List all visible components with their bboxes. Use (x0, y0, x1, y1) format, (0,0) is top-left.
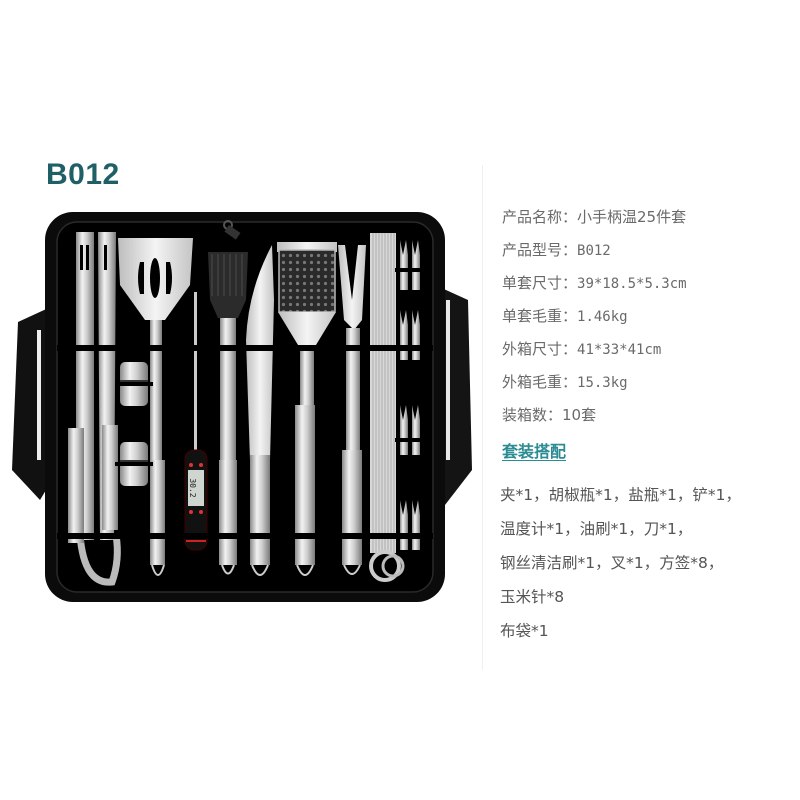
spec-value: B012 (577, 243, 611, 259)
corn-holder-pair-1 (400, 240, 420, 290)
spec-label: 产品名称： (502, 208, 578, 226)
contents-line: 夹*1，胡椒瓶*1，盐瓶*1，铲*1， (500, 486, 741, 504)
model-code-title: B012 (46, 158, 120, 191)
zipper-pull-icon (223, 220, 241, 240)
spec-value: 15.3kg (577, 375, 628, 391)
spec-label: 外箱尺寸： (502, 340, 578, 358)
thermometer: 30.2 (184, 292, 208, 551)
contents-line: 温度计*1，油刷*1，刀*1， (500, 520, 693, 538)
set-contents-list: 夹*1，胡椒瓶*1，盐瓶*1，铲*1， 温度计*1，油刷*1，刀*1， 钢丝清洁… (500, 480, 795, 650)
skewers (369, 233, 405, 582)
spec-value: 41*33*41cm (577, 342, 662, 358)
spec-label: 外箱毛重： (502, 373, 578, 391)
svg-text:30.2: 30.2 (188, 478, 197, 497)
contents-line: 玉米针*8 (500, 588, 565, 606)
case-side-handle-left (12, 305, 55, 500)
corn-holder-pair-3 (400, 405, 420, 455)
spec-value: 小手柄温25件套 (577, 208, 687, 226)
spec-row-carton-weight: 外箱毛重：15.3kg (502, 368, 792, 401)
spec-label: 装箱数： (502, 406, 563, 424)
spec-row-unit-weight: 单套毛重：1.46kg (502, 302, 792, 335)
product-image-bbq-set: 30.2 (0, 200, 480, 610)
spec-label: 单套尺寸： (502, 274, 578, 292)
corn-holders (400, 240, 420, 550)
spec-value: 39*18.5*5.3cm (577, 276, 687, 292)
contents-line: 布袋*1 (500, 622, 549, 640)
spec-label: 单套毛重： (502, 307, 578, 325)
spec-row-carton-size: 外箱尺寸：41*33*41cm (502, 335, 792, 368)
vertical-divider (482, 165, 483, 670)
spec-value: 1.46kg (577, 309, 628, 325)
spec-value: 10套 (562, 406, 597, 424)
spec-label: 产品型号： (502, 241, 578, 259)
spec-list: 产品名称：小手柄温25件套 产品型号：B012 单套尺寸：39*18.5*5.3… (502, 203, 792, 434)
tongs (68, 232, 121, 586)
spec-row-unit-size: 单套尺寸：39*18.5*5.3cm (502, 269, 792, 302)
spec-row-carton-qty: 装箱数：10套 (502, 401, 792, 434)
grill-cleaning-brush (277, 242, 337, 576)
spec-row-model: 产品型号：B012 (502, 236, 792, 269)
spec-row-product-name: 产品名称：小手柄温25件套 (502, 203, 792, 236)
contents-line: 钢丝清洁刷*1，叉*1，方签*8， (500, 554, 724, 572)
set-contents-link[interactable]: 套装搭配 (502, 442, 567, 461)
